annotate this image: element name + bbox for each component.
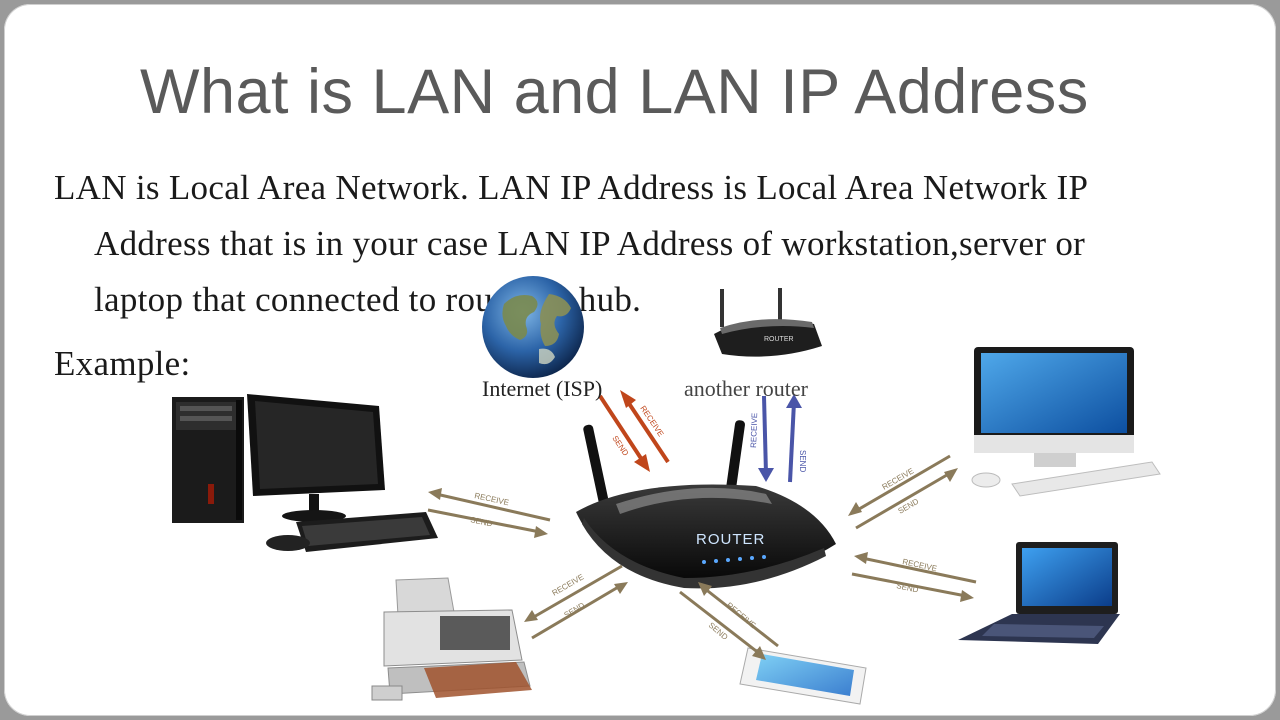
another-router-icon: ROUTER (714, 288, 822, 357)
router-link-arrows: RECEIVE SEND (749, 394, 807, 482)
desktop-computer-icon (172, 394, 438, 552)
laptop-icon (958, 542, 1120, 644)
router-send-label: SEND (798, 450, 807, 472)
printer-link-arrows: RECEIVE SEND (524, 566, 628, 638)
laptop-link-arrows: RECEIVE SEND (852, 552, 976, 602)
phone-receive-label: RECEIVE (725, 601, 758, 630)
imac-link-arrows: RECEIVE SEND (848, 456, 958, 528)
another-router-label: another router (684, 376, 808, 402)
phone-link-arrows: RECEIVE SEND (680, 582, 778, 660)
imac-icon (972, 347, 1160, 496)
internet-globe-icon (482, 276, 584, 378)
desktop-send-label: SEND (470, 515, 494, 528)
network-diagram: ROUTER (4, 4, 1276, 716)
desktop-link-arrows: RECEIVE SEND (428, 488, 550, 538)
imac-send-label: SEND (897, 497, 921, 516)
printer-send-label: SEND (563, 601, 587, 620)
isp-link-arrows: SEND RECEIVE (600, 390, 668, 472)
printer-icon (372, 578, 532, 700)
laptop-send-label: SEND (896, 581, 920, 594)
slide: What is LAN and LAN IP Address LAN is Lo… (4, 4, 1276, 716)
svg-text:ROUTER: ROUTER (764, 336, 794, 343)
printer-receive-label: RECEIVE (551, 572, 586, 597)
internet-isp-label: Internet (ISP) (482, 376, 602, 402)
phone-send-label: SEND (707, 621, 730, 642)
router-receive-label: RECEIVE (749, 413, 759, 448)
router-brand-label: ROUTER (696, 531, 765, 548)
